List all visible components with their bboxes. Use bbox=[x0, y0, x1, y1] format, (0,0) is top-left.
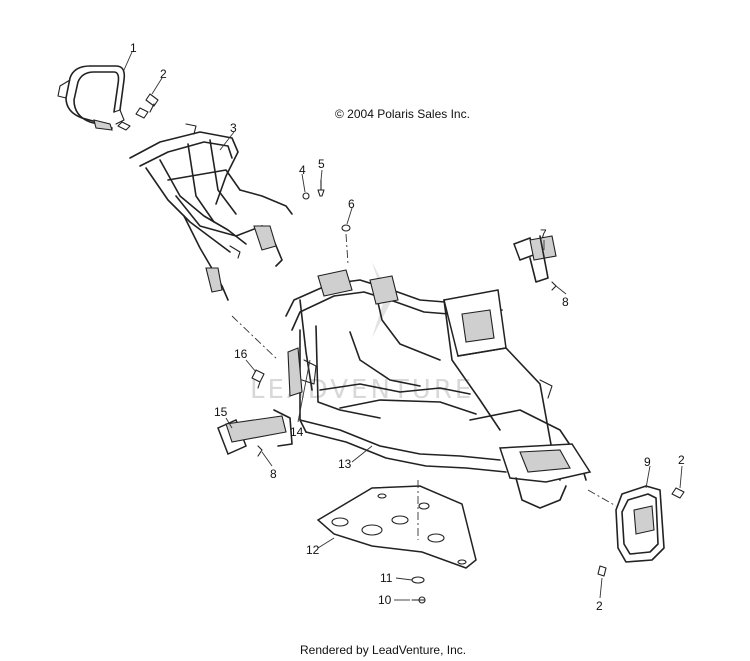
plug-6 bbox=[341, 224, 351, 232]
callout-1: 1 bbox=[130, 41, 137, 55]
footrest-left bbox=[217, 409, 293, 457]
callout-12: 12 bbox=[306, 543, 320, 557]
bolt-16 bbox=[251, 369, 265, 389]
rear-subframe bbox=[129, 123, 293, 301]
copyright-notice: © 2004 Polaris Sales Inc. bbox=[335, 107, 470, 121]
callout-5: 5 bbox=[318, 157, 325, 171]
callout-15: 15 bbox=[214, 405, 228, 419]
callout-6: 6 bbox=[348, 197, 355, 211]
bolt-pair-upper bbox=[117, 93, 159, 131]
callout-2-right: 2 bbox=[678, 453, 685, 467]
callout-4: 4 bbox=[299, 163, 306, 177]
callout-13: 13 bbox=[338, 457, 352, 471]
bolt-10 bbox=[411, 596, 426, 604]
skid-plate bbox=[316, 485, 477, 569]
callout-leaders bbox=[123, 51, 683, 601]
callout-11: 11 bbox=[380, 571, 393, 585]
main-frame bbox=[285, 269, 592, 509]
callout-8-left: 8 bbox=[270, 467, 277, 481]
callout-9: 9 bbox=[644, 455, 651, 469]
callout-2-lower: 2 bbox=[596, 599, 603, 613]
small-fasteners-4-5 bbox=[302, 179, 325, 200]
callout-3: 3 bbox=[230, 121, 237, 135]
alignment-lines bbox=[231, 233, 617, 540]
callout-2-upper: 2 bbox=[160, 67, 167, 81]
watermark-text: LEADVENTURE bbox=[250, 375, 474, 405]
callout-7: 7 bbox=[540, 227, 547, 241]
callout-16: 16 bbox=[234, 347, 248, 361]
rear-grab-bar bbox=[57, 65, 126, 131]
footer-credit: Rendered by LeadVenture, Inc. bbox=[300, 643, 467, 657]
callout-10: 10 bbox=[378, 593, 392, 607]
front-bumper bbox=[597, 485, 685, 577]
callout-14: 14 bbox=[290, 425, 304, 439]
washer-11 bbox=[411, 576, 425, 584]
footrest-right bbox=[513, 235, 557, 291]
callout-8-right: 8 bbox=[562, 295, 569, 309]
